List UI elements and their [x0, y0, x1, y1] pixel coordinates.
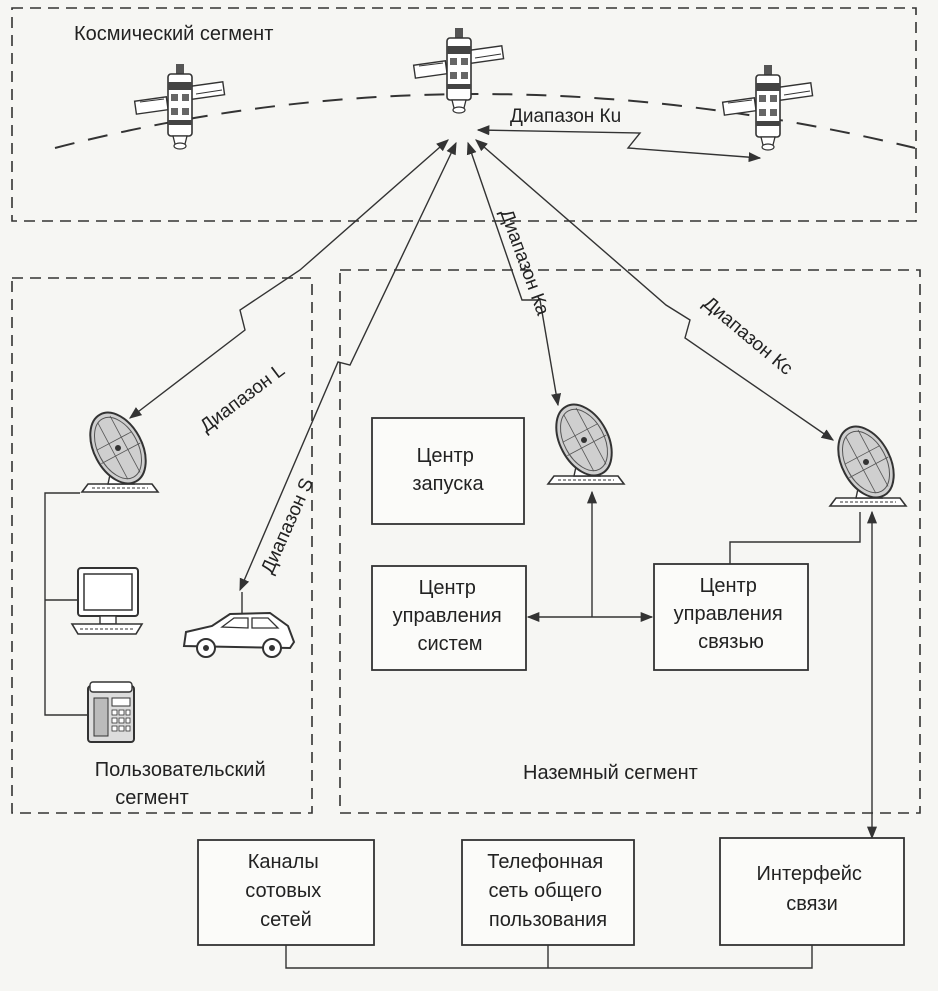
comm-interface-line: связи [786, 893, 838, 915]
l-band-link [128, 139, 449, 419]
car-icon [182, 592, 296, 658]
user-segment-label: Пользовательский сегмент [95, 759, 271, 809]
ka-band-label: Диапазон Ка [495, 207, 553, 319]
dish-antenna-icon [825, 416, 907, 508]
satellite-icon [412, 27, 505, 114]
svg-text:Центр управления с: Центр управления систем [393, 577, 508, 655]
cellular-channels-line: сотовых [245, 880, 321, 902]
comm-center-to-kc-dish [729, 512, 861, 564]
launch-center-line: запуска [412, 473, 484, 495]
l-band-label: Диапазон L [196, 360, 289, 437]
ku-band-label: Диапазон Кu [510, 106, 621, 127]
system-control-center-line: систем [418, 633, 483, 655]
comm-control-center-box: Центр управления связью [653, 563, 809, 671]
satellite-icon [721, 64, 814, 151]
comm-control-center-line: управления [674, 603, 783, 625]
public-phone-network-line: пользования [489, 909, 607, 931]
ground-segment-label: Наземный сегмент [523, 762, 698, 784]
public-phone-network-line: сеть общего [488, 880, 602, 902]
user-segment-label-line2: сегмент [115, 787, 189, 809]
system-control-center-line: управления [393, 605, 502, 627]
space-segment-frame [11, 7, 917, 222]
ka-band-link [466, 141, 562, 407]
external-networks-bus [285, 945, 813, 969]
cellular-channels-line: Каналы [248, 851, 319, 873]
space-segment-label: Космический сегмент [74, 23, 273, 45]
system-control-center-box: Центр управления систем [371, 565, 527, 671]
satellite-icon [133, 63, 226, 150]
comm-interface-box: Интерфейс связи [719, 837, 905, 946]
comm-control-center-line: Центр [700, 575, 757, 597]
s-band-label: Диапазон S [257, 475, 318, 577]
public-phone-network-box: Телефонная сеть общего пользования [461, 839, 635, 946]
computer-icon [70, 567, 144, 635]
comm-control-center-line: связью [698, 631, 764, 653]
launch-center-box: Центр запуска [371, 417, 525, 525]
orbit-arc [54, 93, 916, 149]
telephone-icon [87, 681, 135, 743]
user-wiring [44, 492, 88, 716]
public-phone-network-line: Телефонная [487, 851, 603, 873]
dish-antenna-icon [77, 402, 159, 494]
system-control-center-line: Центр [419, 577, 476, 599]
user-segment-label-line1: Пользовательский [95, 759, 266, 781]
svg-text:Центр запуска: Центр запуска [412, 445, 484, 495]
svg-text:Телефонная сеть общего: Телефонная сеть общего пользования [487, 851, 609, 931]
svg-text:Каналы сотовых сет: Каналы сотовых сетей [245, 851, 327, 931]
comm-interface-line: Интерфейс [757, 863, 862, 885]
kc-band-label: Диапазон Кс [699, 293, 797, 380]
launch-center-line: Центр [417, 445, 474, 467]
dish-antenna-icon [543, 394, 625, 486]
ku-band-link [476, 125, 762, 163]
cellular-channels-box: Каналы сотовых сетей [197, 839, 375, 946]
cellular-channels-line: сетей [260, 909, 312, 931]
svg-text:Интерфейс связи: Интерфейс связи [757, 863, 868, 915]
svg-text:Центр управления с: Центр управления связью [674, 575, 789, 653]
kc-band-link [475, 139, 835, 441]
s-band-link [239, 141, 457, 592]
